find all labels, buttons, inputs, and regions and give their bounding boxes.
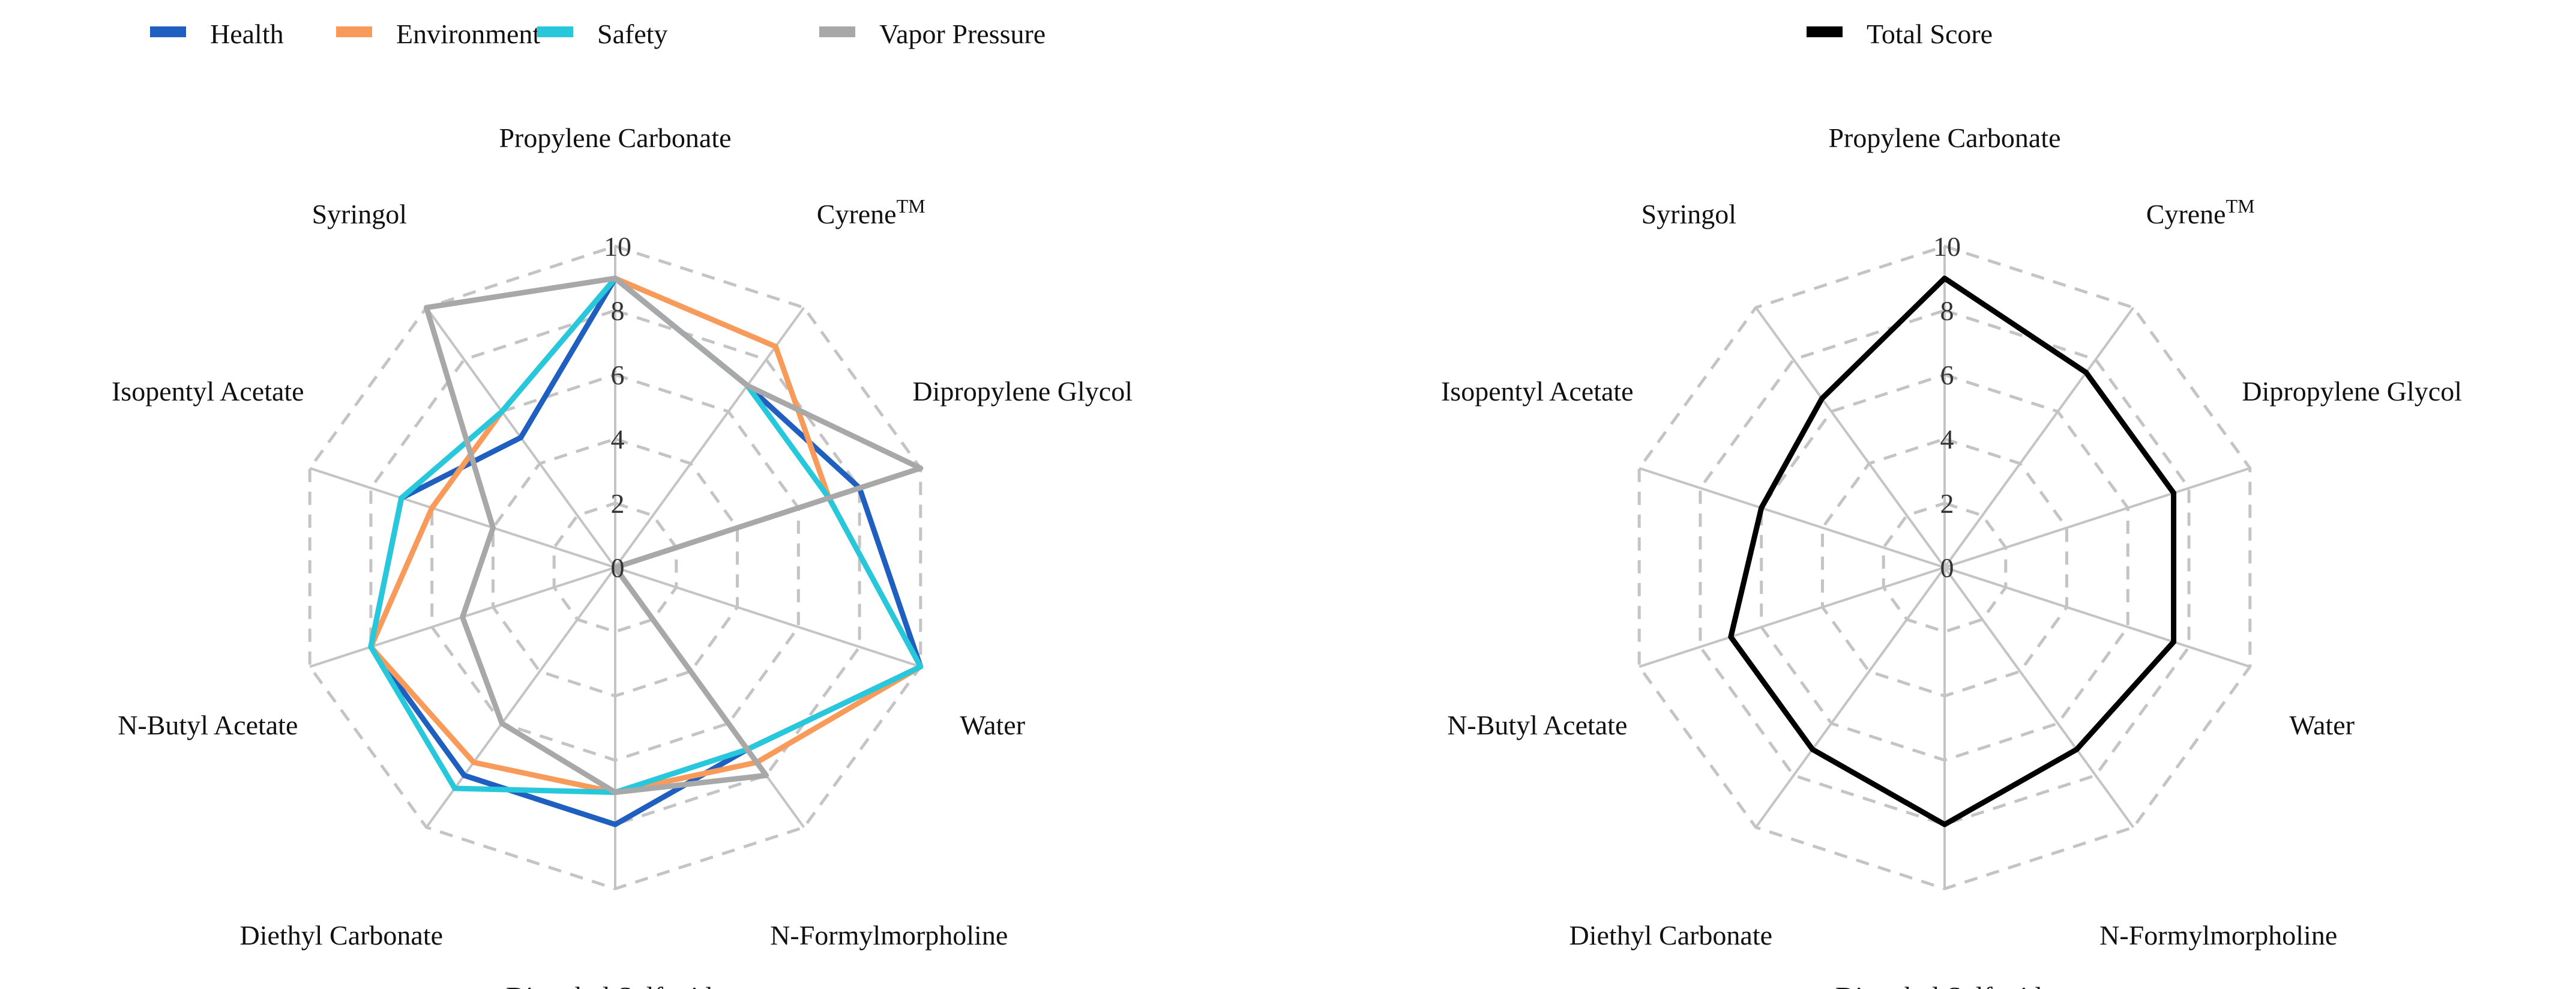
tick-label: 2 — [1940, 488, 1954, 519]
axis-label-dipropylene-glycol: Dipropylene Glycol — [2242, 376, 2462, 407]
grid-spoke — [309, 467, 616, 569]
axis-label-propylene-carbonate: Propylene Carbonate — [499, 122, 731, 153]
legend-label-vapor-pressure: Vapor Pressure — [879, 19, 1046, 49]
axis-label-syringol: Syringol — [1642, 199, 1736, 229]
tick-label: 2 — [611, 488, 625, 519]
grid-ring — [1699, 309, 2191, 826]
tick-label: 0 — [611, 552, 625, 583]
legend-swatch-health — [150, 26, 186, 37]
axis-label-diethyl-carbonate: Diethyl Carbonate — [1569, 920, 1773, 951]
tick-label: 10 — [1933, 231, 1961, 262]
tick-label: 6 — [1940, 360, 1954, 390]
tick-label: 10 — [604, 231, 631, 262]
axis-label-dimethyl-sulfoxide: Dimethyl Sulfoxide — [506, 981, 724, 989]
legend-swatch-total-score — [1807, 26, 1843, 37]
axis-label-n-butyl-acetate: N-Butyl Acetate — [1447, 710, 1627, 740]
axis-label-isopentyl-acetate: Isopentyl Acetate — [112, 376, 304, 407]
grid-spoke — [1754, 307, 1946, 569]
legend-label-environment: Environment — [396, 19, 540, 49]
axis-label-dimethyl-sulfoxide: Dimethyl Sulfoxide — [1835, 981, 2054, 989]
grid-spoke — [1943, 566, 2135, 828]
axis-label-diethyl-carbonate: Diethyl Carbonate — [240, 920, 444, 951]
grid-spoke — [1639, 467, 1945, 569]
grid-ring — [1882, 501, 2008, 634]
axis-label-cyrene: CyreneTM — [817, 195, 925, 229]
axis-label-superscript: TM — [2226, 195, 2255, 217]
legend-label-health: Health — [210, 19, 284, 49]
grid-spoke — [615, 566, 921, 668]
grid-ring — [369, 309, 861, 826]
tick-label: 4 — [1940, 424, 1954, 455]
axis-label-superscript: TM — [897, 195, 925, 217]
legend-swatch-safety — [537, 26, 573, 37]
axis-label-cyrene: CyreneTM — [2146, 195, 2255, 229]
axis-label-water: Water — [2289, 710, 2355, 740]
tick-label: 8 — [1940, 295, 1954, 326]
axis-label-n-butyl-acetate: N-Butyl Acetate — [118, 710, 298, 740]
series-line-health — [368, 276, 924, 827]
grid-spoke — [1944, 566, 2251, 668]
grid-spoke — [425, 566, 616, 828]
series-line-vapor-pressure — [424, 276, 924, 795]
axis-label-n-formylmorpholine: N-Formylmorpholine — [770, 920, 1008, 951]
grid-spoke — [1754, 566, 1946, 828]
tick-label: 8 — [611, 295, 625, 326]
legend-label-total-score: Total Score — [1867, 19, 1993, 49]
grid-ring — [552, 501, 678, 634]
axis-label-isopentyl-acetate: Isopentyl Acetate — [1441, 376, 1634, 407]
grid-spoke — [1943, 307, 2135, 569]
axis-label-n-formylmorpholine: N-Formylmorpholine — [2099, 920, 2337, 951]
series-line-total-score — [1728, 276, 2177, 827]
legend-swatch-vapor-pressure — [819, 26, 855, 37]
legend-label-safety: Safety — [597, 19, 668, 49]
grid-spoke — [1639, 566, 1945, 668]
tick-label: 0 — [1940, 552, 1954, 583]
axis-label-dipropylene-glycol: Dipropylene Glycol — [912, 376, 1133, 407]
axis-label-propylene-carbonate: Propylene Carbonate — [1828, 122, 2060, 153]
grid-spoke — [1944, 467, 2251, 569]
axis-label-water: Water — [960, 710, 1025, 740]
legend-swatch-environment — [336, 26, 372, 37]
grid-spoke — [614, 307, 805, 569]
tick-label: 4 — [611, 424, 625, 455]
axis-label-syringol: Syringol — [312, 199, 407, 229]
tick-label: 6 — [611, 360, 625, 390]
